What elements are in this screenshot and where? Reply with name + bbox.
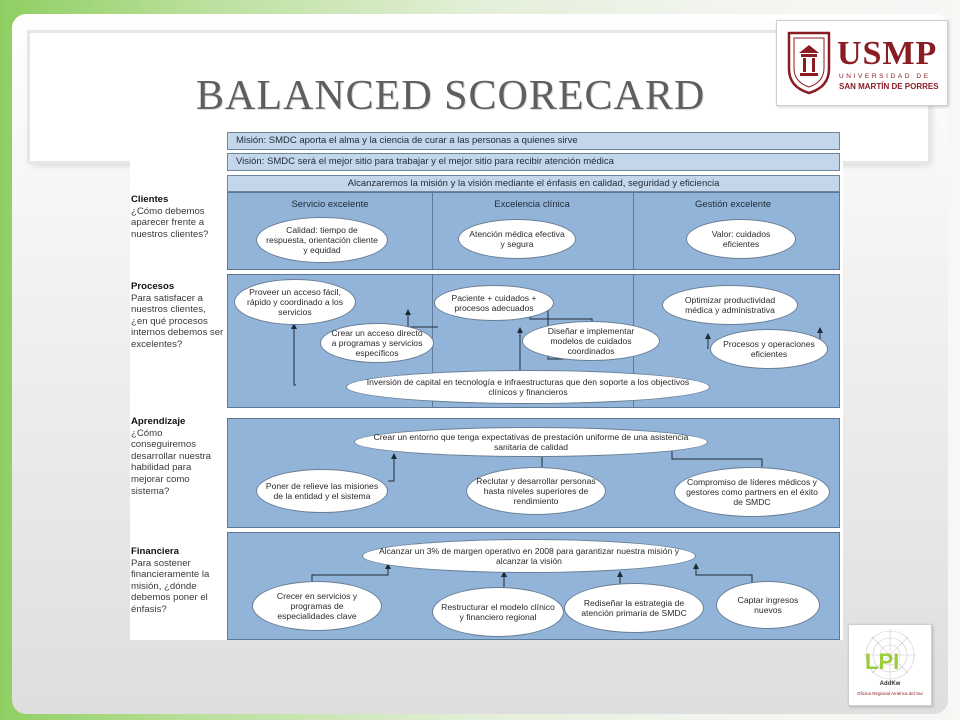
perspective-label: Financiera	[131, 546, 179, 557]
financiera-panel: Alcanzar un 3% de margen operativo en 20…	[227, 532, 840, 640]
perspective-label: Aprendizaje	[131, 416, 186, 427]
column-divider	[432, 193, 433, 269]
process-oval: Inversión de capital en tecnología e inf…	[346, 370, 710, 404]
enfasis-bar: Alcanzaremos la misión y la visión media…	[227, 175, 840, 192]
perspective-procesos: Procesos Para satisfacer a nuestros clie…	[131, 281, 224, 351]
balanced-scorecard-diagram: Clientes ¿Cómo debemos aparecer frente a…	[130, 132, 843, 640]
process-oval: Optimizar productividad médica y adminis…	[662, 285, 798, 325]
process-oval: Procesos y operaciones eficientes	[710, 329, 828, 369]
financial-oval: Restructurar el modelo clínico y financi…	[432, 587, 564, 637]
logo-university-name: SAN MARTÍN DE PORRES	[839, 82, 939, 91]
mision-bar: Misión: SMDC aporta el alma y la ciencia…	[227, 132, 840, 150]
perspective-question: ¿Cómo conseguiremos desarrollar nuestra …	[131, 427, 211, 497]
objective-oval: Atención médica efectiva y segura	[458, 219, 576, 259]
perspective-clientes: Clientes ¿Cómo debemos aparecer frente a…	[131, 194, 224, 240]
radar-chart-icon	[864, 629, 916, 681]
column-header: Servicio excelente	[291, 199, 369, 210]
learning-oval: Compromiso de líderes médicos y gestores…	[674, 467, 830, 517]
lpi-wordmark: LPI	[865, 649, 900, 674]
lpi-caption: Oficina Regional América del Sur	[856, 691, 924, 696]
logo-wordmark: USMP	[837, 35, 938, 72]
clientes-panel: Servicio excelente Excelencia clínica Ge…	[227, 192, 840, 270]
column-divider	[633, 193, 634, 269]
perspective-question: ¿Cómo debemos aparecer frente a nuestros…	[131, 205, 209, 240]
usmp-logo: USMP UNIVERSIDAD DE SAN MARTÍN DE PORRES	[776, 20, 948, 106]
lpi-name: AddKw	[879, 681, 901, 687]
column-header: Gestión excelente	[694, 199, 772, 210]
process-oval: Paciente + cuidados + procesos adecuados	[434, 285, 554, 321]
process-oval: Diseñar e implementar modelos de cuidado…	[522, 321, 660, 361]
learning-oval: Reclutar y desarrollar personas hasta ni…	[466, 467, 606, 515]
column-header: Excelencia clínica	[494, 199, 570, 210]
university-seal-icon	[787, 31, 831, 95]
financial-oval: Alcanzar un 3% de margen operativo en 20…	[362, 539, 696, 573]
process-oval: Proveer un acceso fácil, rápido y coordi…	[234, 279, 356, 325]
perspective-question: Para satisfacer a nuestros clientes, ¿en…	[131, 292, 224, 350]
learning-oval: Crear un entorno que tenga expectativas …	[354, 427, 708, 457]
procesos-panel: Proveer un acceso fácil, rápido y coordi…	[227, 274, 840, 408]
slide-title: BALANCED SCORECARD	[196, 73, 706, 119]
logo-subtitle: UNIVERSIDAD DE	[839, 73, 931, 80]
financial-oval: Rediseñar la estrategia de atención prim…	[564, 583, 704, 633]
financial-oval: Captar ingresos nuevos	[716, 581, 820, 629]
lpi-logo: LPI AddKw Oficina Regional América del S…	[848, 624, 932, 706]
perspective-label: Procesos	[131, 281, 175, 292]
perspective-aprendizaje: Aprendizaje ¿Cómo conseguiremos desarrol…	[131, 416, 224, 497]
perspective-financiera: Financiera Para sostener financieramente…	[131, 546, 224, 616]
aprendizaje-panel: Crear un entorno que tenga expectativas …	[227, 418, 840, 528]
learning-oval: Poner de relieve las misiones de la enti…	[256, 469, 388, 513]
perspective-question: Para sostener financieramente la misión,…	[131, 557, 210, 615]
perspective-label: Clientes	[131, 194, 169, 205]
process-oval: Crear un acceso directo a programas y se…	[320, 323, 434, 363]
financial-arrows	[311, 563, 753, 591]
vision-bar: Visión: SMDC será el mejor sitio para tr…	[227, 153, 840, 171]
objective-oval: Valor: cuidados eficientes	[686, 219, 796, 259]
objective-oval: Calidad: tiempo de respuesta, orientació…	[256, 217, 388, 263]
financial-oval: Crecer en servicios y programas de espec…	[252, 581, 382, 631]
